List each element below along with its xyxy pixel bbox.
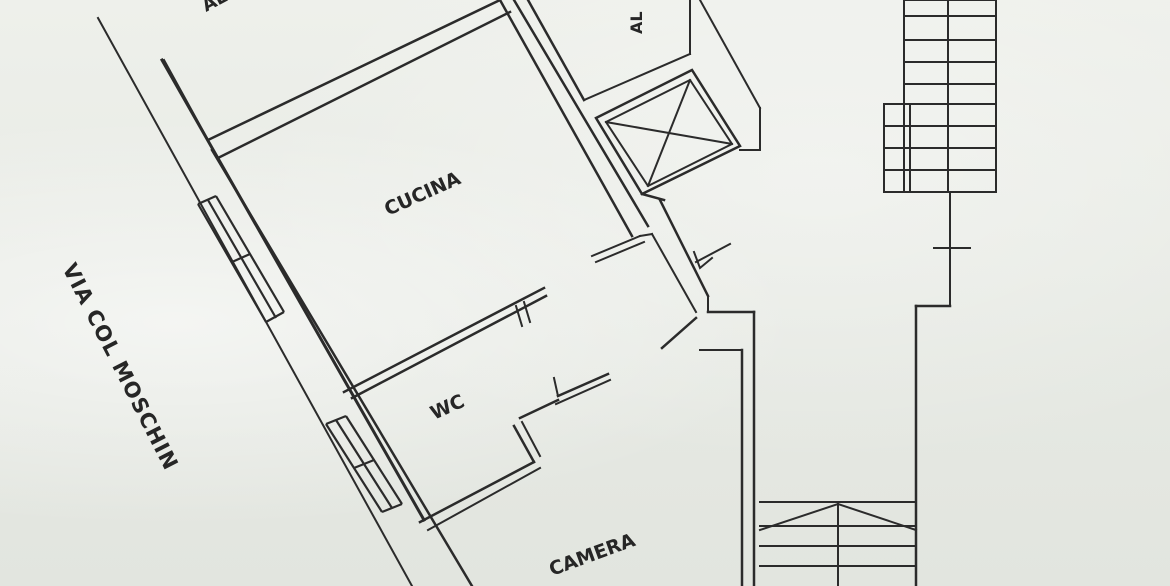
entrance-walls xyxy=(590,192,756,586)
facade-window-kitchen xyxy=(197,194,285,323)
stairs-upper xyxy=(883,0,997,193)
room-label-top-left: AL xyxy=(198,0,230,16)
wc-camera-partition xyxy=(418,372,612,532)
room-label-top-right: AL xyxy=(627,11,646,34)
top-left-room-walls xyxy=(162,0,512,160)
entrance-arrow-icon xyxy=(692,242,732,270)
stairs-lower xyxy=(758,501,918,586)
facade-window-wc xyxy=(325,414,403,514)
room-label-camera: CAMERA xyxy=(546,529,638,581)
corridor-walls xyxy=(914,191,971,586)
kitchen-wc-partition xyxy=(342,286,548,400)
lift-shaft xyxy=(594,68,742,196)
kitchen-right-wall xyxy=(498,0,650,238)
top-right-room-walls xyxy=(582,0,762,151)
room-label-kitchen: CUCINA xyxy=(381,167,464,220)
street-label: VIA COL MOSCHIN xyxy=(58,259,183,474)
room-label-wc: WC xyxy=(427,390,468,424)
